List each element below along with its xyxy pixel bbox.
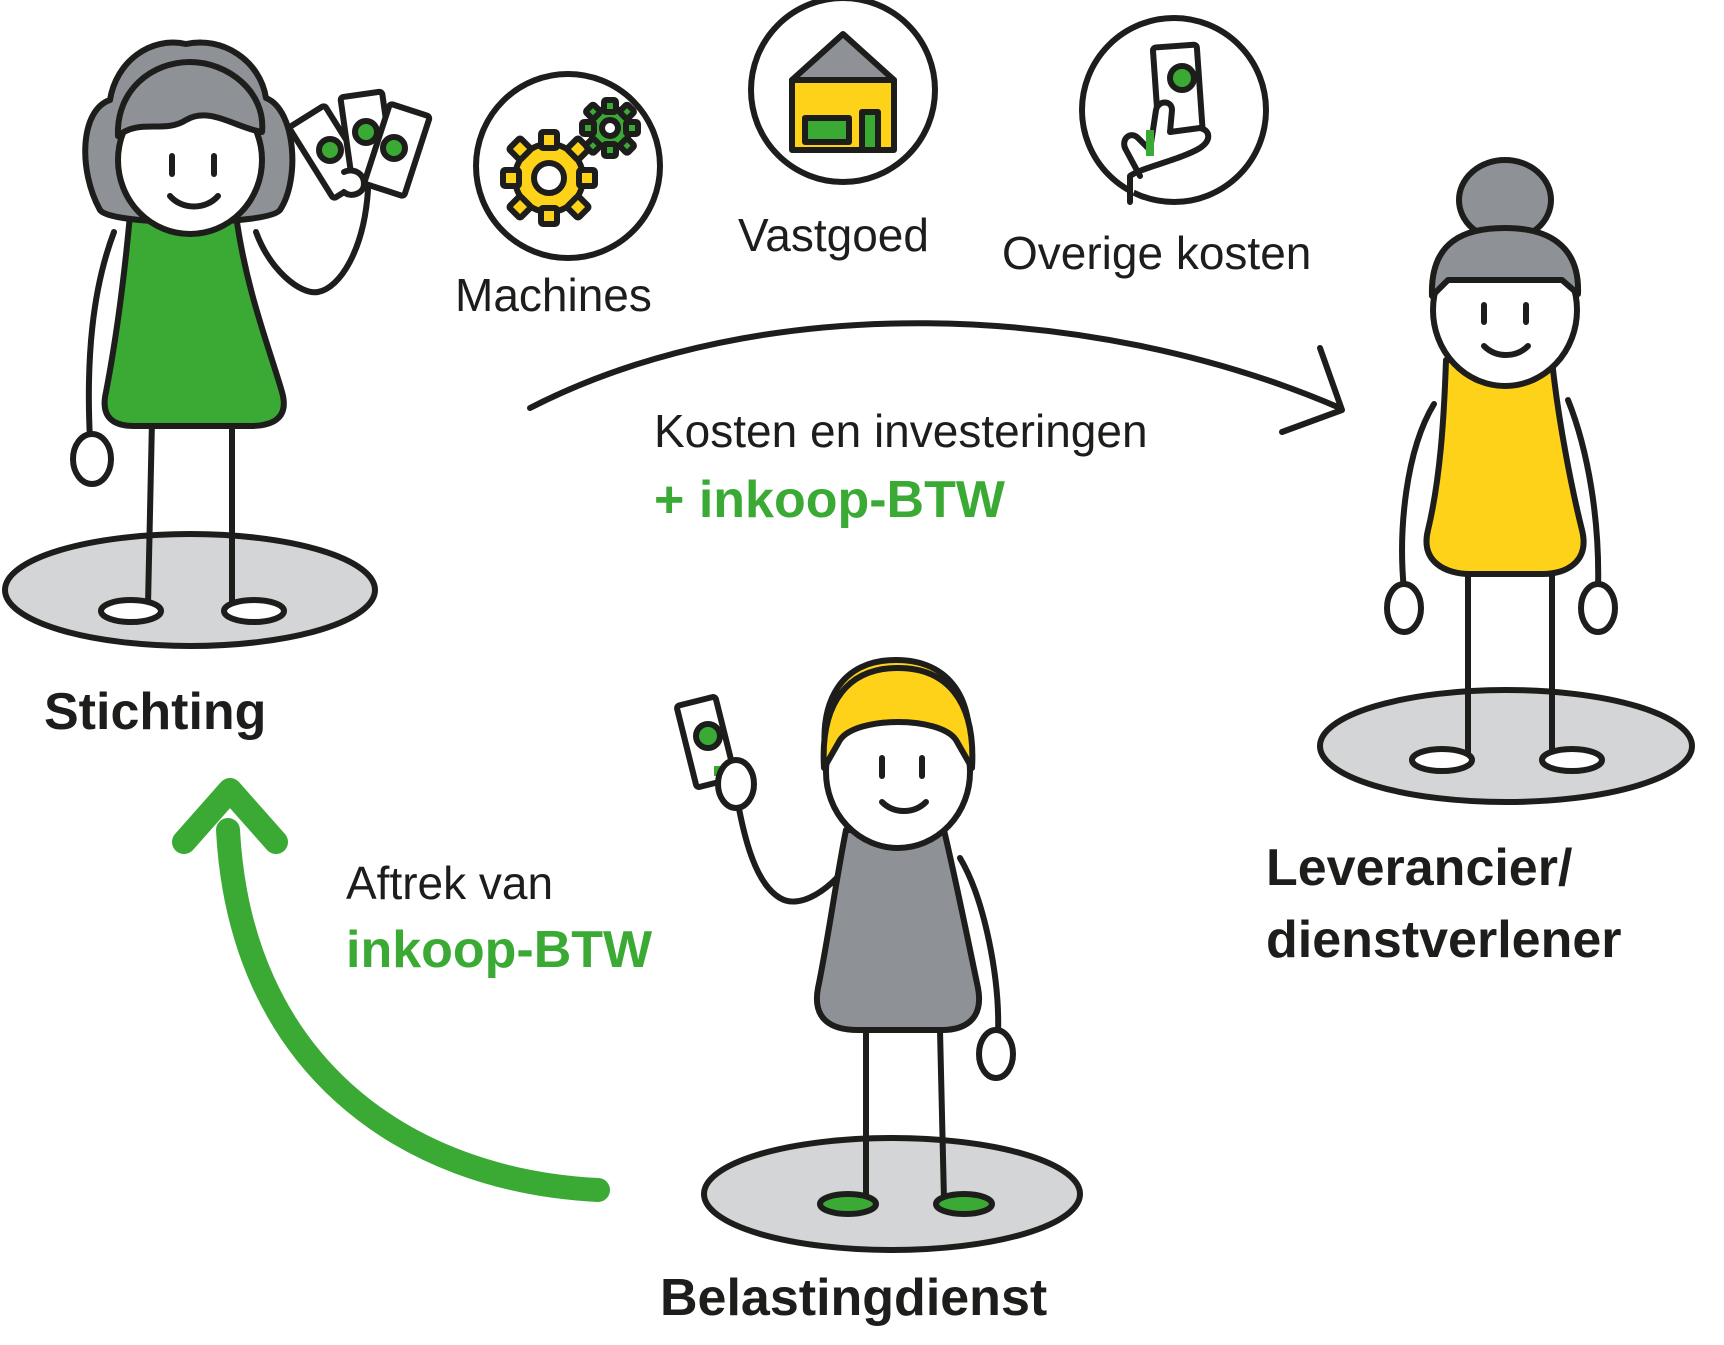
kosten-btw-label: + inkoop-BTW <box>654 471 1005 529</box>
aftrek-btw-label: inkoop-BTW <box>346 921 653 979</box>
house-icon <box>748 0 938 185</box>
kosten-label: Kosten en investeringen <box>654 405 1148 457</box>
aftrek-label: Aftrek van <box>346 857 554 909</box>
icon-label-machines: Machines <box>455 269 652 321</box>
stichting-floor-disc <box>2 531 378 649</box>
icon-label-vastgoed: Vastgoed <box>738 209 929 261</box>
belastingdienst-floor-disc <box>701 1135 1083 1253</box>
icon-label-overige-kosten: Overige kosten <box>1002 227 1312 279</box>
gears-icon <box>473 71 663 261</box>
belastingdienst-label: Belastingdienst <box>660 1269 1048 1327</box>
leverancier-figure <box>1317 157 1695 805</box>
leverancier-label-line1: Leverancier/ <box>1266 839 1573 897</box>
stichting-label: Stichting <box>44 683 267 741</box>
flow-arrow-aftrek <box>172 778 610 1202</box>
stichting-figure <box>2 39 433 649</box>
flow-arrow-kosten <box>527 320 1345 435</box>
leverancier-floor-disc <box>1317 687 1695 805</box>
hand-money-icon <box>1079 15 1269 205</box>
belastingdienst-figure <box>674 657 1083 1253</box>
leverancier-label-line2: dienstverlener <box>1266 911 1622 969</box>
